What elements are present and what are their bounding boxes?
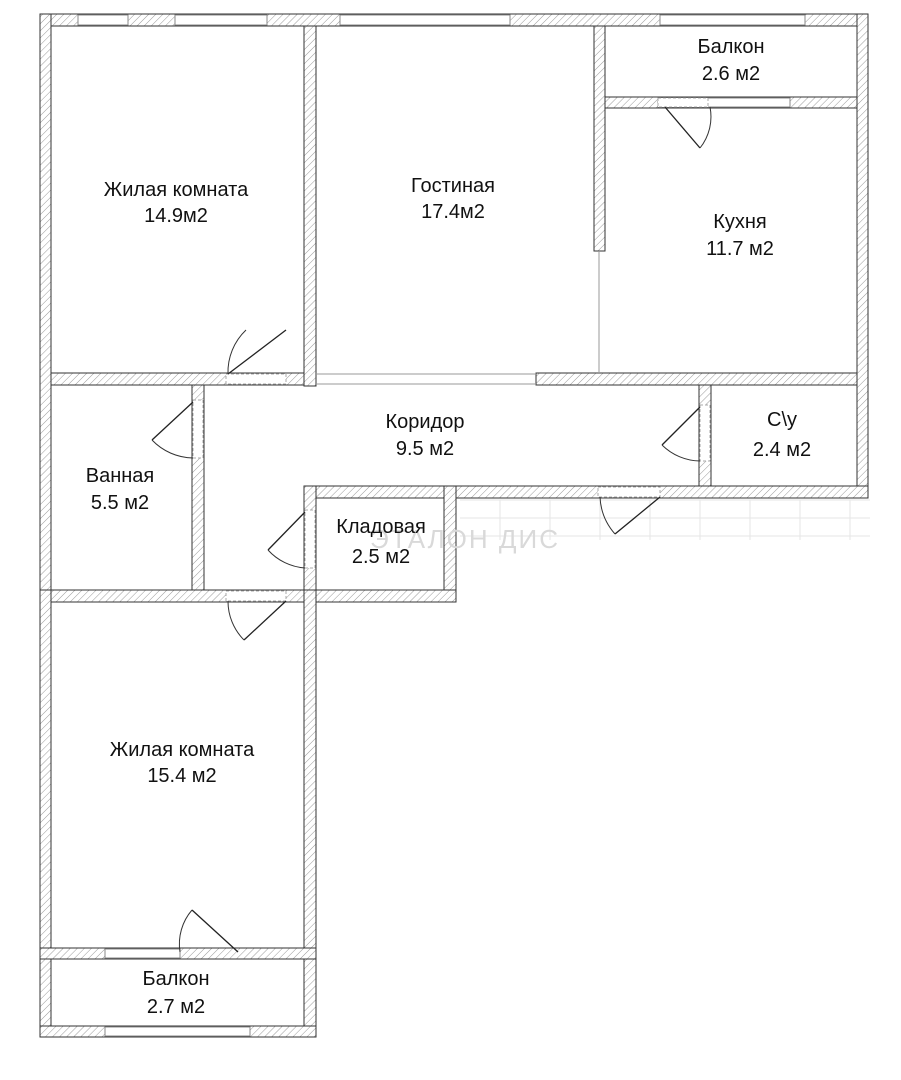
room-area: 17.4м2 <box>421 201 485 223</box>
room-bedroom-2: Жилая комната 15.4 м2 <box>110 739 255 787</box>
room-bedroom-1: Жилая комната 14.9м2 <box>104 179 249 227</box>
watermark-text: ЭТАЛОН ДИС <box>370 524 560 554</box>
room-name: Гостиная <box>411 175 495 197</box>
windows <box>77 14 806 1037</box>
room-kitchen: Кухня 11.7 м2 <box>706 211 774 260</box>
room-name: Жилая комната <box>110 739 255 761</box>
room-name: Жилая комната <box>104 179 249 201</box>
room-area: 2.4 м2 <box>753 439 811 461</box>
room-area: 14.9м2 <box>144 205 208 227</box>
room-name: Коридор <box>386 411 465 433</box>
room-name: Кухня <box>713 211 767 233</box>
room-name: Балкон <box>142 968 209 990</box>
room-balcony-1: Балкон 2.6 м2 <box>697 36 764 85</box>
room-living-room: Гостиная 17.4м2 <box>411 175 495 223</box>
room-bathroom: Ванная 5.5 м2 <box>86 465 155 514</box>
room-balcony-2: Балкон 2.7 м2 <box>142 968 209 1018</box>
room-area: 5.5 м2 <box>91 492 149 514</box>
room-name: Кладовая <box>336 516 426 538</box>
room-corridor: Коридор 9.5 м2 <box>386 411 465 460</box>
room-wc: С\у 2.4 м2 <box>753 409 811 461</box>
room-area: 9.5 м2 <box>396 438 454 460</box>
background-grid <box>460 499 870 540</box>
room-name: С\у <box>767 409 797 431</box>
room-name: Ванная <box>86 465 155 487</box>
room-area: 15.4 м2 <box>147 765 216 787</box>
room-area: 2.7 м2 <box>147 996 205 1018</box>
doors <box>151 97 712 953</box>
open-passage <box>316 251 600 385</box>
room-name: Балкон <box>697 36 764 58</box>
room-area: 11.7 м2 <box>706 238 774 260</box>
room-area: 2.5 м2 <box>352 546 410 568</box>
room-area: 2.6 м2 <box>702 63 760 85</box>
room-storage: Кладовая 2.5 м2 <box>336 516 426 568</box>
